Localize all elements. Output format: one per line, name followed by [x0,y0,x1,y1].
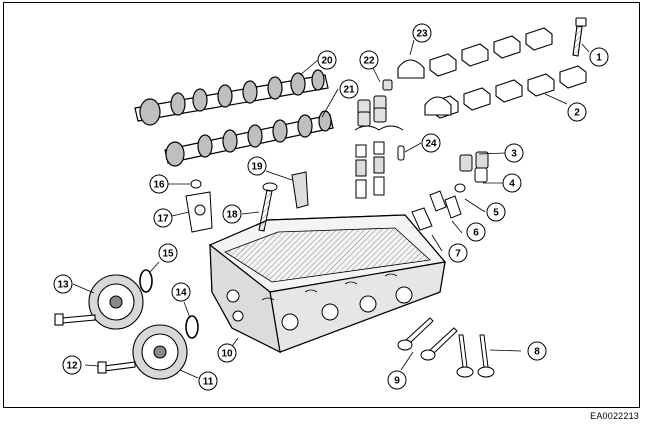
callout-label: 16 [153,180,165,191]
callout-label: 21 [343,85,355,96]
valve-springs-left [354,125,404,199]
valves [397,317,495,378]
callout-16: 16 [149,174,169,194]
callout-circle [466,222,486,242]
callout-2: 2 [567,102,587,122]
callout-label: 12 [66,361,78,372]
callout-circle [339,79,359,99]
callout-label: 17 [157,214,169,225]
callout-circle [62,355,82,375]
callout-1: 1 [589,47,609,67]
cap-bolt [572,17,587,57]
callout-21: 21 [339,79,359,99]
leader-lines [72,39,590,379]
callout-circle [387,370,407,390]
callout-circle [589,47,609,67]
callout-circle [486,202,506,222]
callout-circle [171,282,191,302]
callout-circle [149,174,169,194]
callout-label: 5 [493,208,499,219]
callout-label: 22 [363,56,375,67]
callout-label: 9 [394,376,400,387]
callout-label: 10 [221,349,233,360]
bearing-caps [397,27,587,119]
callout-8: 8 [527,341,547,361]
callout-5: 5 [486,202,506,222]
tappets [357,79,393,127]
callout-label: 7 [455,249,461,260]
camshaft-20 [134,69,329,126]
cylinder-head [208,214,447,354]
callout-circle [448,243,468,263]
callout-label: 23 [416,29,428,40]
valve-springs-right [411,151,489,231]
callout-label: 8 [534,347,540,358]
callout-label: 18 [226,210,238,221]
callout-circle [217,343,237,363]
callout-circle [198,371,218,391]
misc-parts [185,171,309,233]
callout-15: 15 [158,243,178,263]
callout-14: 14 [171,282,191,302]
callout-circle [222,204,242,224]
callout-label: 11 [203,377,214,388]
camshaft-21 [164,110,334,167]
callout-3: 3 [504,143,524,163]
callout-label: 19 [251,162,263,173]
diagram-frame [3,2,640,408]
callout-label: 1 [596,53,602,64]
callout-label: 20 [321,56,333,67]
callout-17: 17 [153,208,173,228]
callout-label: 6 [473,228,479,239]
callout-4: 4 [502,173,522,193]
callout-circle [359,50,379,70]
callout-circle [421,133,441,153]
callout-circle [317,50,337,70]
callout-circle [153,208,173,228]
callout-label: 15 [162,249,174,260]
callout-label: 3 [511,149,517,160]
callout-24: 24 [421,133,441,153]
callout-circle [504,143,524,163]
callout-label: 13 [57,280,69,291]
sprockets [54,269,199,380]
callout-circle [53,274,73,294]
callout-circle [502,173,522,193]
callout-label: 2 [574,108,580,119]
callout-23: 23 [412,23,432,43]
callout-label: 24 [425,139,437,150]
callout-22: 22 [359,50,379,70]
callout-7: 7 [448,243,468,263]
callout-20: 20 [317,50,337,70]
callout-18: 18 [222,204,242,224]
callout-13: 13 [53,274,73,294]
callout-circle [412,23,432,43]
callout-circle [247,156,267,176]
callout-circle [527,341,547,361]
callout-12: 12 [62,355,82,375]
callout-19: 19 [247,156,267,176]
callout-11: 11 [198,371,218,391]
callout-label: 14 [175,288,187,299]
callout-circle [158,243,178,263]
callout-circle [567,102,587,122]
document-id: EA0022213 [590,411,639,421]
callout-6: 6 [466,222,486,242]
callout-label: 4 [509,179,515,190]
callout-10: 10 [217,343,237,363]
callout-9: 9 [387,370,407,390]
locating-pin [397,145,405,161]
